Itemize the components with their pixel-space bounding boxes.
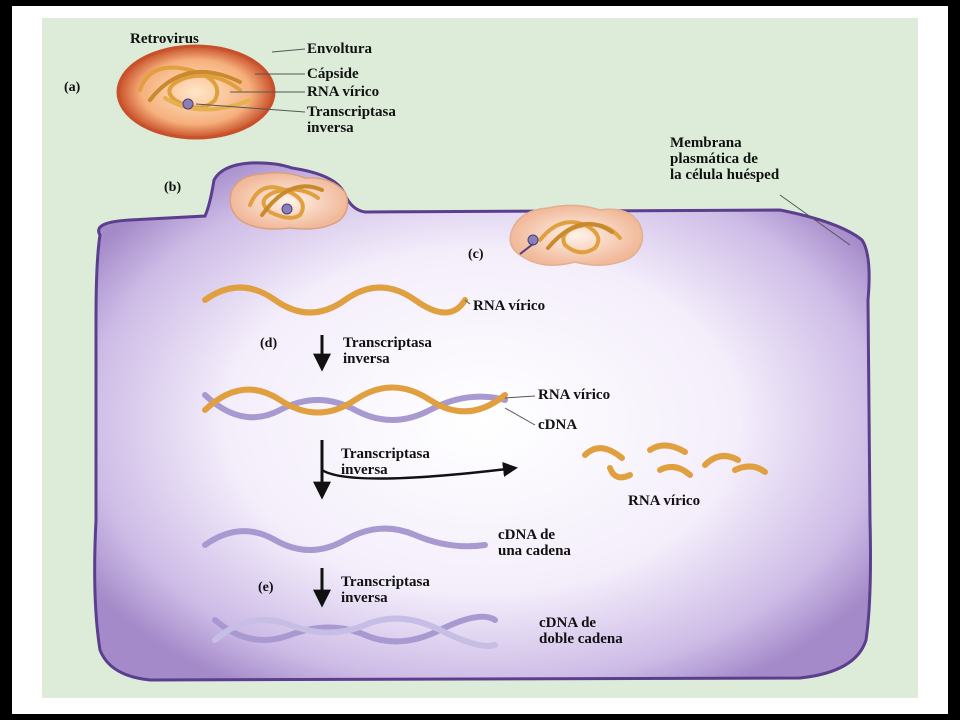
label-cdna-single-1: cDNA de — [498, 527, 555, 543]
label-capsid: Cápside — [307, 66, 359, 82]
step-b: (b) — [164, 180, 181, 195]
label-cdna: cDNA — [538, 417, 577, 433]
label-membrane-3: la célula huésped — [670, 167, 780, 183]
label-cdna-double-1: cDNA de — [539, 615, 596, 631]
rna-fragments — [582, 442, 768, 481]
label-viral-rna-2: RNA vírico — [538, 387, 610, 403]
label-transcriptase-m-2: inversa — [341, 462, 388, 478]
capsid-rna-bud — [248, 184, 324, 220]
label-membrane-2: plasmática de — [670, 151, 758, 167]
double-strand-cdna-b — [212, 615, 498, 649]
rna-strand-hybrid — [202, 384, 508, 416]
enzyme-tail-c — [519, 243, 534, 255]
label-viral-rna-3: RNA vírico — [628, 493, 700, 509]
label-transcriptase-d-1: Transcriptasa — [343, 335, 432, 351]
uncoating-virus — [509, 204, 644, 266]
label-transcriptase-a-1: Transcriptasa — [307, 104, 396, 120]
label-transcriptase-e-1: Transcriptasa — [341, 574, 430, 590]
double-strand-cdna-a — [212, 613, 498, 645]
label-retrovirus: Retrovirus — [130, 31, 199, 47]
step-a: (a) — [64, 80, 81, 95]
reverse-transcriptase-enzyme-a — [182, 98, 194, 110]
label-viral-rna-1: RNA vírico — [473, 298, 545, 314]
label-transcriptase-d-2: inversa — [343, 351, 390, 367]
arrow-rna-degradation — [321, 461, 518, 480]
step-d: (d) — [260, 336, 277, 351]
host-cell — [93, 161, 872, 682]
budding-virus — [229, 171, 349, 230]
reverse-transcriptase-enzyme-c — [527, 234, 539, 246]
label-transcriptase-e-2: inversa — [341, 590, 388, 606]
single-strand-cdna — [202, 525, 488, 553]
step-e: (e) — [258, 580, 274, 595]
label-transcriptase-m-1: Transcriptasa — [341, 446, 430, 462]
label-transcriptase-a-2: inversa — [307, 120, 354, 136]
viral-rna-a — [138, 65, 252, 112]
viral-rna-strand — [202, 284, 468, 316]
label-viral-rna-a: RNA vírico — [307, 84, 379, 100]
viral-rna-c — [538, 220, 622, 255]
label-envelope: Envoltura — [307, 41, 373, 57]
reverse-transcriptase-enzyme-b — [281, 203, 293, 215]
label-membrane-1: Membrana — [670, 135, 742, 151]
step-c: (c) — [468, 247, 484, 262]
label-cdna-double-2: doble cadena — [539, 631, 623, 647]
label-cdna-single-2: una cadena — [498, 543, 571, 559]
leader-lines — [195, 48, 851, 426]
cdna-strand-hybrid — [202, 392, 508, 423]
